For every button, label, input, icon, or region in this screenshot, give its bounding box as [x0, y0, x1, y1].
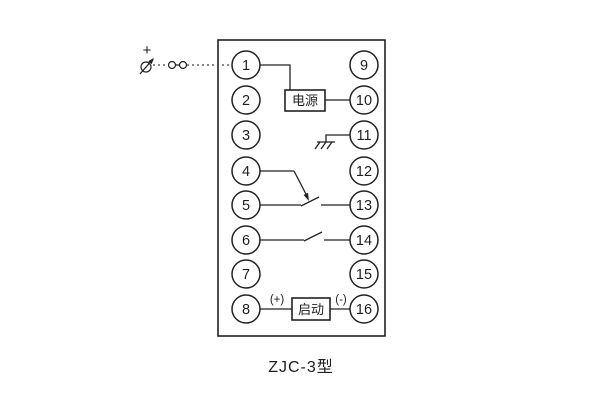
terminal-circle	[349, 50, 379, 80]
terminal-number: 14	[356, 233, 372, 249]
power-label: 电源	[292, 93, 318, 108]
terminal-1: 1	[231, 50, 261, 80]
terminal-number: 10	[356, 93, 372, 109]
terminal-number: 16	[356, 302, 372, 318]
terminal-circle	[231, 85, 261, 115]
terminal-circle	[349, 190, 379, 220]
terminal-14: 14	[349, 225, 379, 255]
terminal-circle	[349, 120, 379, 150]
terminal-6: 6	[231, 225, 261, 255]
start-plus-label: (+)	[270, 294, 285, 306]
terminal-circle	[231, 190, 261, 220]
terminal-2: 2	[231, 85, 261, 115]
terminal-number: 4	[242, 164, 250, 180]
connector-pin-icon	[167, 60, 177, 70]
terminal-circle	[231, 120, 261, 150]
terminal-circle	[231, 50, 261, 80]
terminal-column-right: 9 10 11 12 13 14	[349, 50, 379, 324]
actuator-arrowhead-icon	[303, 192, 309, 201]
model-caption: ZJC-3型	[268, 358, 334, 376]
ground-symbol	[314, 134, 350, 150]
start-circuit: (+) 启动 (-)	[260, 294, 350, 321]
terminal-16: 16	[349, 294, 379, 324]
terminal-circle	[349, 225, 379, 255]
wire-11-to-ground	[325, 134, 350, 142]
contact-blade	[303, 231, 323, 242]
contact-blade	[300, 196, 320, 207]
terminal-5: 5	[231, 190, 261, 220]
terminal-number: 11	[356, 128, 371, 144]
terminal-number: 1	[242, 58, 250, 74]
terminal-number: 7	[242, 267, 250, 283]
terminal-15: 15	[349, 259, 379, 289]
terminal-circle	[231, 156, 261, 186]
terminal-12: 12	[349, 156, 379, 186]
start-label: 启动	[298, 302, 324, 317]
ground-hatch	[314, 141, 321, 150]
terminal-9: 9	[349, 50, 379, 80]
terminal-number: 15	[356, 267, 372, 283]
terminal-3: 3	[231, 120, 261, 150]
terminal-number: 13	[356, 198, 372, 214]
ground-hatch	[320, 141, 327, 150]
terminal-circle	[231, 225, 261, 255]
terminal-8: 8	[231, 294, 261, 324]
terminal-11: 11	[349, 120, 379, 150]
terminal-13: 13	[349, 190, 379, 220]
terminal-circle	[349, 294, 379, 324]
contact-5-13	[260, 170, 350, 207]
probe-arrowhead-icon	[148, 58, 154, 65]
terminal-circle	[349, 85, 379, 115]
terminal-circle	[349, 156, 379, 186]
terminal-10: 10	[349, 85, 379, 115]
connector-pin-icon	[178, 60, 188, 70]
terminal-number: 9	[360, 58, 368, 74]
actuator-link	[293, 170, 308, 197]
relay-outline-box	[217, 39, 386, 337]
terminal-number: 8	[242, 302, 250, 318]
terminal-number: 6	[242, 233, 250, 249]
terminal-circle	[231, 294, 261, 324]
contact-6-14	[260, 231, 350, 242]
terminal-circle	[231, 259, 261, 289]
external-plus-label: +	[143, 42, 152, 59]
start-minus-label: (-)	[335, 294, 347, 306]
external-lead: +	[139, 42, 232, 75]
terminal-number: 5	[242, 198, 250, 214]
ground-hatch	[326, 141, 333, 150]
terminal-4: 4	[231, 156, 261, 186]
terminal-circle	[349, 259, 379, 289]
terminal-column-left: 1 2 3 4 5 6 7	[231, 50, 261, 324]
terminal-number: 3	[242, 128, 250, 144]
terminal-7: 7	[231, 259, 261, 289]
wire-1-to-power	[260, 64, 291, 90]
terminal-number: 12	[356, 164, 372, 180]
internal-wiring: 电源	[260, 64, 350, 321]
terminal-number: 2	[242, 93, 250, 109]
